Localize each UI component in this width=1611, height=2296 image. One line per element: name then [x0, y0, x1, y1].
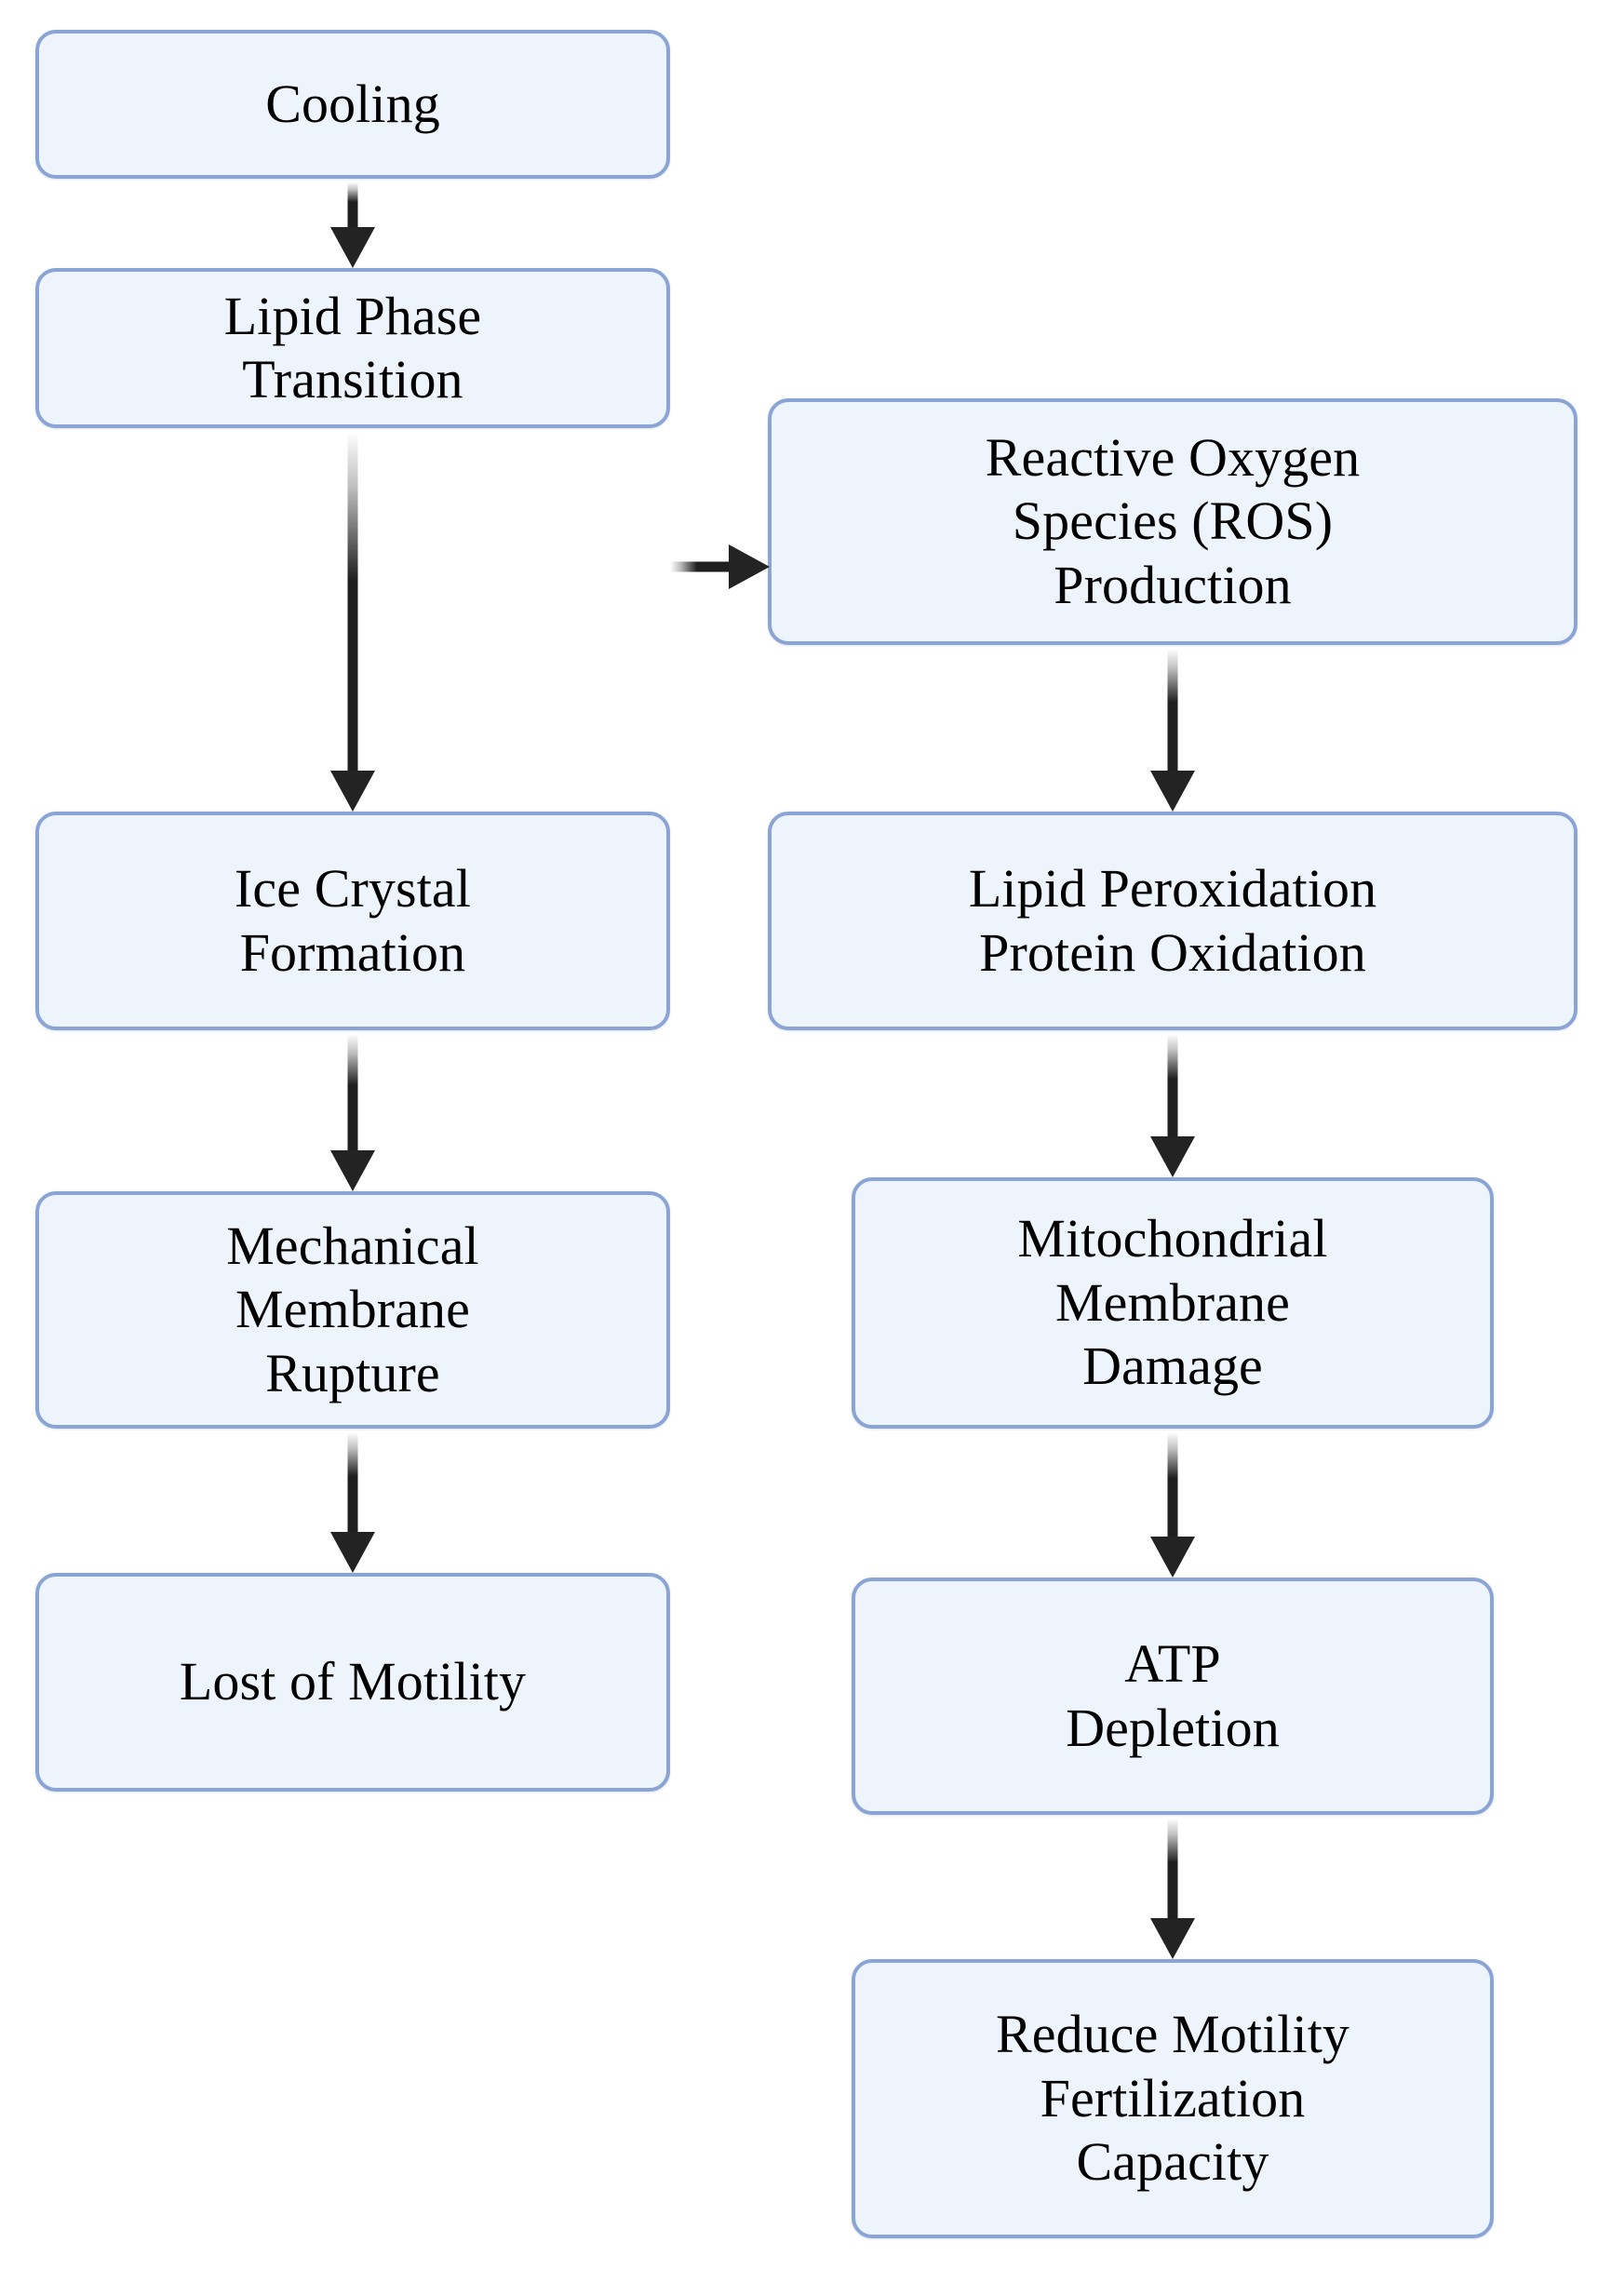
arrow-stem — [1167, 649, 1178, 771]
arrow-head-icon — [330, 771, 375, 812]
node-mitochondrial-membrane-damage-label: Mitochondrial Membrane Damage — [1017, 1208, 1328, 1397]
arrow-mitochondrial-damage-to-atp-depletion — [1150, 1432, 1195, 1578]
arrow-head-icon — [1150, 771, 1195, 812]
arrow-lipid-phase-transition-to-ice-crystal — [330, 432, 375, 812]
arrow-ice-crystal-to-mechanical-rupture — [330, 1034, 375, 1191]
arrow-head-icon — [729, 544, 770, 589]
node-reduce-motility-fertilization-capacity[interactable]: Reduce Motility Fertilization Capacity — [852, 1959, 1494, 2238]
node-mechanical-membrane-rupture[interactable]: Mechanical Membrane Rupture — [35, 1191, 670, 1429]
node-atp-depletion[interactable]: ATP Depletion — [852, 1578, 1494, 1815]
arrow-stem — [347, 1432, 358, 1532]
arrow-ros-to-lipid-peroxidation — [1150, 649, 1195, 812]
arrow-stem — [347, 432, 358, 771]
node-mechanical-membrane-rupture-label: Mechanical Membrane Rupture — [226, 1215, 479, 1403]
arrow-head-icon — [330, 1150, 375, 1191]
arrow-mechanical-rupture-to-lost-of-motility — [330, 1432, 375, 1573]
node-ros-production-label: Reactive Oxygen Species (ROS) Production — [985, 426, 1361, 615]
node-lipid-phase-transition-label: Lipid Phase Transition — [223, 285, 482, 410]
node-lost-of-motility[interactable]: Lost of Motility — [35, 1573, 670, 1792]
arrow-head-icon — [1150, 1136, 1195, 1177]
node-cooling-label: Cooling — [265, 73, 440, 134]
node-ice-crystal-formation-label: Ice Crystal Formation — [235, 858, 471, 983]
arrow-stem — [347, 1034, 358, 1150]
node-mitochondrial-membrane-damage[interactable]: Mitochondrial Membrane Damage — [852, 1177, 1494, 1429]
arrow-head-icon — [1150, 1537, 1195, 1578]
arrow-lipid-peroxidation-to-mitochondrial-damage — [1150, 1034, 1195, 1177]
arrow-head-icon — [330, 1532, 375, 1573]
node-ice-crystal-formation[interactable]: Ice Crystal Formation — [35, 812, 670, 1030]
node-lipid-phase-transition[interactable]: Lipid Phase Transition — [35, 268, 670, 428]
arrow-cooling-to-lipid-phase-transition — [330, 182, 375, 268]
arrow-stem — [347, 182, 358, 227]
node-lipid-peroxidation-label: Lipid Peroxidation Protein Oxidation — [968, 858, 1377, 983]
arrow-atp-depletion-to-reduce-motility — [1150, 1819, 1195, 1959]
arrow-head-icon — [330, 227, 375, 268]
node-lipid-peroxidation[interactable]: Lipid Peroxidation Protein Oxidation — [768, 812, 1577, 1030]
node-atp-depletion-label: ATP Depletion — [1066, 1633, 1280, 1758]
arrow-stem — [1167, 1819, 1178, 1918]
node-cooling[interactable]: Cooling — [35, 30, 670, 179]
node-ros-production[interactable]: Reactive Oxygen Species (ROS) Production — [768, 398, 1577, 645]
node-reduce-motility-fertilization-capacity-label: Reduce Motility Fertilization Capacity — [995, 2004, 1350, 2193]
arrow-stem — [1167, 1432, 1178, 1537]
node-lost-of-motility-label: Lost of Motility — [179, 1651, 527, 1712]
arrow-stem — [1167, 1034, 1178, 1136]
arrow-head-icon — [1150, 1918, 1195, 1959]
arrow-stem — [670, 561, 729, 572]
arrow-lipid-phase-transition-to-ros — [670, 544, 770, 589]
